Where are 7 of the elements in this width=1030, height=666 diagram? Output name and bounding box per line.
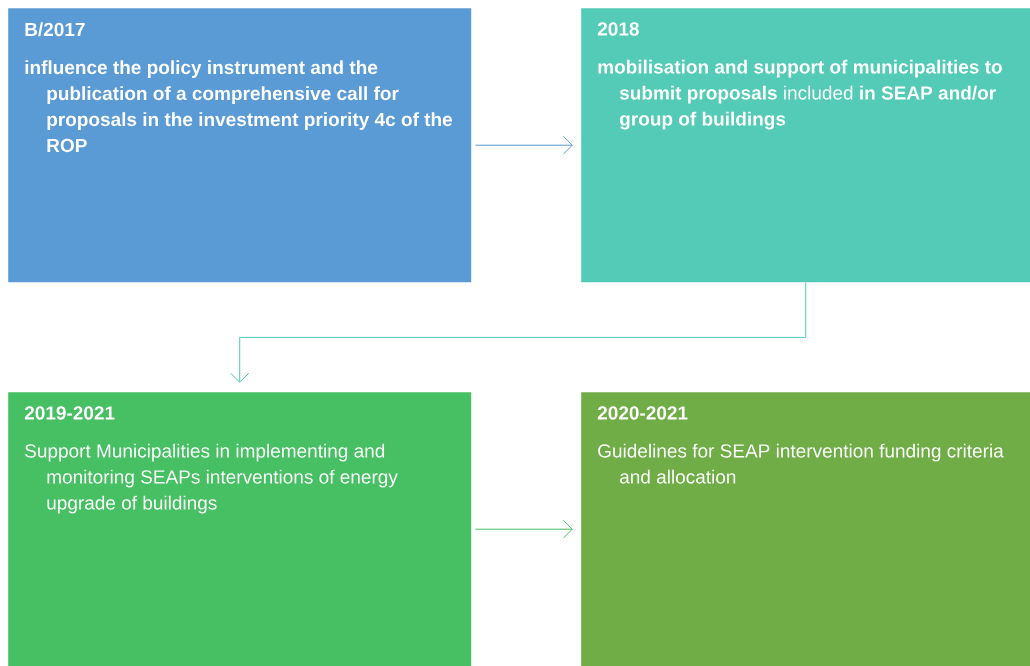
process-box: B/2017 influence the policy instrument and the publication of a comprehensive call for proposals in the investment priority 4c of the ROP [8, 8, 472, 283]
process-box: 2020-2021 Guidelines for SEAP intervention funding criteria and allocation [581, 392, 1030, 666]
process-box: 2018 mobilisation and support of municipalities to submit proposals included in SEAP and/or group of buildings [581, 8, 1030, 283]
process-box: 2019-2021 Support Municipalities in implementing and monitoring SEAPs interventions of energy upgrade of buildings [8, 392, 472, 666]
arrow [474, 135, 573, 155]
arrow [230, 281, 807, 383]
arrow [474, 519, 573, 539]
